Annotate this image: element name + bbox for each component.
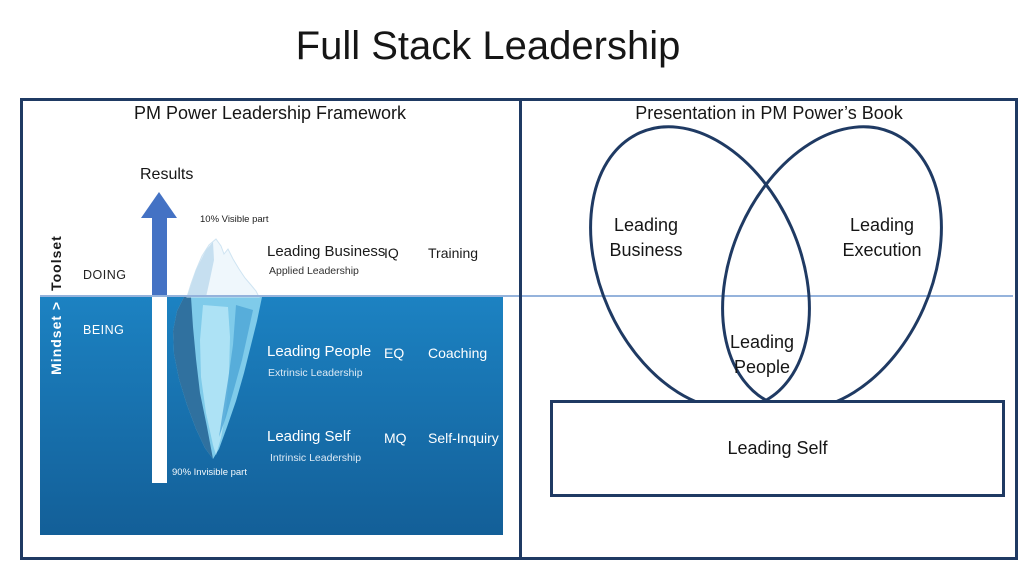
slide-title: Full Stack Leadership — [295, 24, 681, 68]
invisible-part-label: 90% Invisible part — [172, 467, 247, 478]
waterline-left — [40, 295, 519, 297]
row-leading-people-intervention: Coaching — [428, 345, 488, 361]
row-leading-self-subtitle: Intrinsic Leadership — [270, 452, 362, 464]
leading-self-box: Leading Self — [550, 400, 1005, 497]
iceberg-graphic — [40, 155, 503, 535]
sky-region — [40, 155, 503, 297]
visible-part-label: 10% Visible part — [200, 214, 269, 225]
venn-leading-execution-label: Leading Execution — [842, 215, 922, 260]
row-leading-business-quotient: IQ — [384, 245, 399, 261]
row-leading-business-subtitle: Applied Leadership — [269, 265, 359, 277]
being-label: BEING — [83, 323, 125, 337]
row-leading-business-intervention: Training — [428, 245, 479, 261]
mindset-toolset-axis: Mindset > Toolset — [46, 213, 66, 397]
row-leading-business-title: Leading Business — [267, 243, 386, 260]
doing-label: DOING — [83, 268, 127, 282]
results-arrow — [141, 192, 177, 483]
row-leading-self-title: Leading Self — [267, 428, 351, 445]
right-panel-header: Presentation in PM Power’s Book — [635, 103, 903, 123]
waterline-right — [522, 295, 1013, 297]
venn-leading-business-label: Leading Business — [609, 215, 683, 260]
leading-self-label: Leading Self — [727, 438, 828, 458]
leading-execution-ellipse — [721, 125, 943, 411]
row-leading-people-title: Leading People — [267, 343, 372, 360]
row-leading-people-subtitle: Extrinsic Leadership — [268, 367, 363, 379]
row-leading-people-quotient: EQ — [384, 345, 405, 361]
venn-leading-people-label: Leading People — [729, 332, 795, 377]
mindset-label: Mindset > — [48, 300, 64, 375]
iceberg-underwater — [173, 297, 262, 459]
toolset-label: Toolset — [48, 235, 64, 291]
panel-divider — [519, 98, 522, 560]
leading-business-ellipse — [589, 125, 811, 411]
water-region — [40, 297, 503, 535]
left-panel-header: PM Power Leadership Framework — [133, 103, 407, 123]
results-label: Results — [140, 166, 194, 183]
row-leading-self-intervention: Self-Inquiry — [428, 430, 499, 446]
row-leading-self-quotient: MQ — [384, 430, 407, 446]
iceberg-above-water — [186, 238, 260, 298]
